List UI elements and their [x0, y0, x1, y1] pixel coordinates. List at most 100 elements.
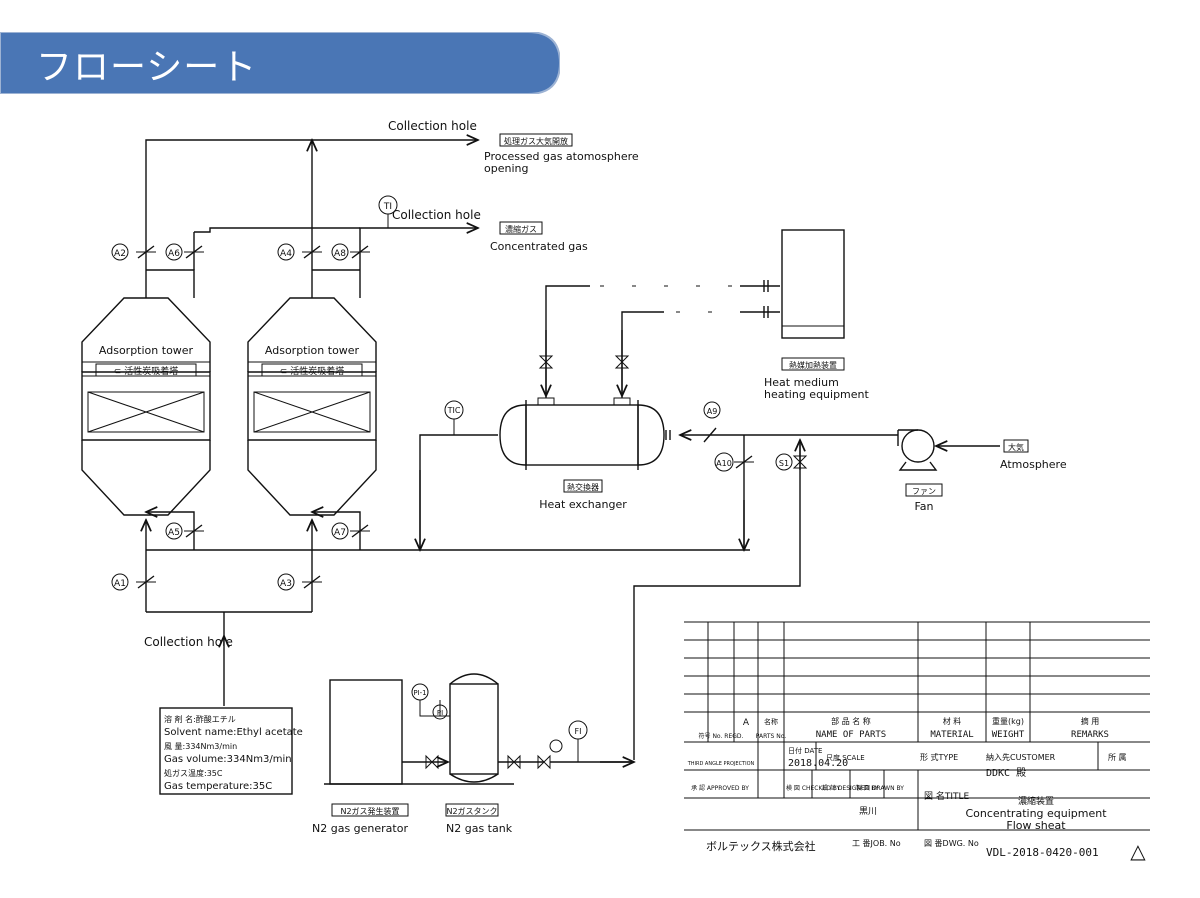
n2-gas-generator: N2ガス発生装置 N2 gas generator [312, 679, 514, 835]
svg-text:製 図 DRAWN BY: 製 図 DRAWN BY [856, 784, 904, 792]
svg-text:A8: A8 [334, 249, 346, 259]
svg-text:所 属: 所 属 [1108, 752, 1127, 762]
svg-text:S1: S1 [779, 459, 789, 468]
svg-text:尺度 SCALE: 尺度 SCALE [826, 753, 865, 762]
heat-exchanger-en: Heat exchanger [539, 498, 627, 511]
valve-a4[interactable]: A4 [277, 243, 322, 261]
svg-text:溶 剤 名:酢酸エチル: 溶 剤 名:酢酸エチル [164, 714, 236, 724]
svg-text:納入先CUSTOMER: 納入先CUSTOMER [986, 752, 1056, 762]
svg-text:A2: A2 [114, 249, 126, 259]
adsorption-tower-2: Adsorption tower ⊂ 活性炭吸着塔 [247, 297, 377, 516]
svg-text:設 計 DESIGNED BY: 設 計 DESIGNED BY [822, 784, 879, 792]
atmosphere-jp: 大気 [1008, 442, 1024, 452]
svg-text:濃縮装置: 濃縮装置 [1018, 795, 1054, 807]
valve-a6[interactable]: A6 [165, 243, 204, 261]
processed-gas-jp: 処理ガス大気開放 [504, 136, 568, 146]
svg-text:A3: A3 [280, 579, 292, 589]
svg-text:A1: A1 [114, 579, 126, 589]
svg-text:Gas volume:334Nm3/min: Gas volume:334Nm3/min [164, 754, 292, 765]
svg-text:検 図 CHECKED BY: 検 図 CHECKED BY [786, 784, 841, 792]
svg-text:MATERIAL: MATERIAL [930, 730, 973, 740]
svg-text:A5: A5 [168, 528, 180, 538]
tower-2-label: Adsorption tower [265, 344, 360, 357]
svg-text:黒川: 黒川 [859, 806, 877, 817]
svg-text:PARTS No.: PARTS No. [756, 733, 787, 740]
valve-a8[interactable]: A8 [331, 243, 370, 261]
svg-text:摘 用: 摘 用 [1081, 716, 1100, 726]
svg-text:図 番DWG. No: 図 番DWG. No [924, 838, 979, 848]
bottom-collection-hole: Collection hole [144, 635, 233, 649]
process-conditions: 溶 剤 名:酢酸エチル Solvent name:Ethyl acetate 風… [159, 707, 303, 795]
svg-text:△: △ [1130, 839, 1146, 863]
tower-1-label: Adsorption tower [99, 344, 194, 357]
valve-a1[interactable]: A1 [111, 573, 156, 591]
svg-text:Flow sheat: Flow sheat [1006, 819, 1066, 832]
valve-a9[interactable]: A9 [703, 401, 721, 443]
mid-collection-hole: Collection hole [392, 208, 481, 222]
svg-text:N2 gas generator: N2 gas generator [312, 822, 408, 835]
concentrated-gas-en: Concentrated gas [490, 240, 588, 253]
svg-text:THIRD ANGLE PROJECTION: THIRD ANGLE PROJECTION [687, 761, 755, 767]
svg-text:N2ガスタンク: N2ガスタンク [446, 806, 497, 816]
tower-2-tag: ⊂ 活性炭吸着塔 [280, 365, 344, 377]
svg-text:処ガス温度:35C: 処ガス温度:35C [164, 768, 223, 778]
fan: ファン Fan [897, 429, 943, 513]
valve-a3[interactable]: A3 [277, 573, 322, 591]
atmosphere-en: Atmosphere [1000, 458, 1067, 471]
svg-text:承 認 APPROVED BY: 承 認 APPROVED BY [691, 784, 749, 792]
svg-text:部 品 名 称: 部 品 名 称 [831, 716, 871, 726]
title-block: A 名称 PARTS No. 符号 No. REGD. 部 品 名 称 NAME… [684, 621, 1150, 863]
concentrated-gas-jp: 濃縮ガス [505, 224, 537, 234]
instrument-pi: PI [437, 709, 443, 717]
svg-text:A6: A6 [168, 249, 180, 259]
instrument-tic: TIC [447, 406, 461, 415]
svg-text:heating equipment: heating equipment [764, 388, 870, 401]
svg-text:熱媒加熱装置: 熱媒加熱装置 [789, 360, 837, 370]
svg-text:日付 DATE: 日付 DATE [788, 746, 822, 755]
svg-text:A10: A10 [716, 459, 732, 468]
instrument-ti: TI [383, 202, 392, 212]
svg-text:Solvent name:Ethyl acetate: Solvent name:Ethyl acetate [164, 727, 303, 738]
valve-a5[interactable]: A5 [165, 522, 204, 540]
svg-text:Fan: Fan [914, 500, 933, 513]
svg-text:A7: A7 [334, 528, 346, 538]
svg-text:Concentrating equipment: Concentrating equipment [965, 807, 1107, 820]
heat-medium-heating-equipment: 熱媒加熱装置 Heat medium heating equipment [764, 229, 870, 401]
instrument-pi-1: PI-1 [413, 689, 426, 697]
svg-text:符号 No. REGD.: 符号 No. REGD. [699, 732, 744, 740]
svg-text:名称: 名称 [764, 717, 778, 726]
svg-text:N2 gas tank: N2 gas tank [446, 822, 513, 835]
processed-gas-en-2: opening [484, 162, 528, 175]
svg-text:図 名TITLE: 図 名TITLE [924, 790, 970, 802]
svg-text:2018.04.20: 2018.04.20 [788, 758, 848, 769]
svg-text:Gas temperature:35C: Gas temperature:35C [164, 781, 272, 792]
tower-1-tag: ⊂ 活性炭吸着塔 [114, 365, 178, 377]
svg-text:ファン: ファン [912, 487, 936, 496]
svg-text:Heat medium: Heat medium [764, 376, 839, 389]
svg-text:A: A [743, 718, 750, 728]
valve-s1[interactable]: S1 [775, 453, 808, 471]
svg-text:N2ガス発生装置: N2ガス発生装置 [340, 806, 399, 816]
instrument-fi: FI [575, 727, 582, 736]
heat-exchanger-jp: 熱交換器 [567, 482, 599, 492]
svg-text:A9: A9 [707, 407, 718, 416]
svg-text:工 番JOB. No: 工 番JOB. No [852, 838, 901, 848]
svg-text:A4: A4 [280, 249, 292, 259]
adsorption-tower-1: Adsorption tower ⊂ 活性炭吸着塔 [81, 297, 211, 516]
svg-text:ボルテックス株式会社: ボルテックス株式会社 [706, 839, 816, 853]
svg-text:材 料: 材 料 [943, 716, 962, 726]
n2-gas-tank: N2ガスタンク N2 gas tank [445, 673, 513, 835]
top-collection-hole: Collection hole [388, 119, 477, 133]
svg-text:形 式TYPE: 形 式TYPE [920, 752, 958, 762]
heat-exchanger: 熱交換器 Heat exchanger [499, 397, 665, 511]
svg-text:重量(kg): 重量(kg) [992, 716, 1024, 726]
svg-text:WEIGHT: WEIGHT [992, 730, 1025, 740]
svg-text:NAME OF PARTS: NAME OF PARTS [816, 730, 886, 740]
valve-a10[interactable]: A10 [714, 452, 754, 472]
svg-text:VDL-2018-0420-001: VDL-2018-0420-001 [986, 846, 1099, 859]
page-title: フローシート [36, 47, 258, 88]
valve-a7[interactable]: A7 [331, 522, 370, 540]
valve-a2[interactable]: A2 [111, 243, 156, 261]
processed-gas-en-1: Processed gas atomosphere [484, 150, 639, 163]
